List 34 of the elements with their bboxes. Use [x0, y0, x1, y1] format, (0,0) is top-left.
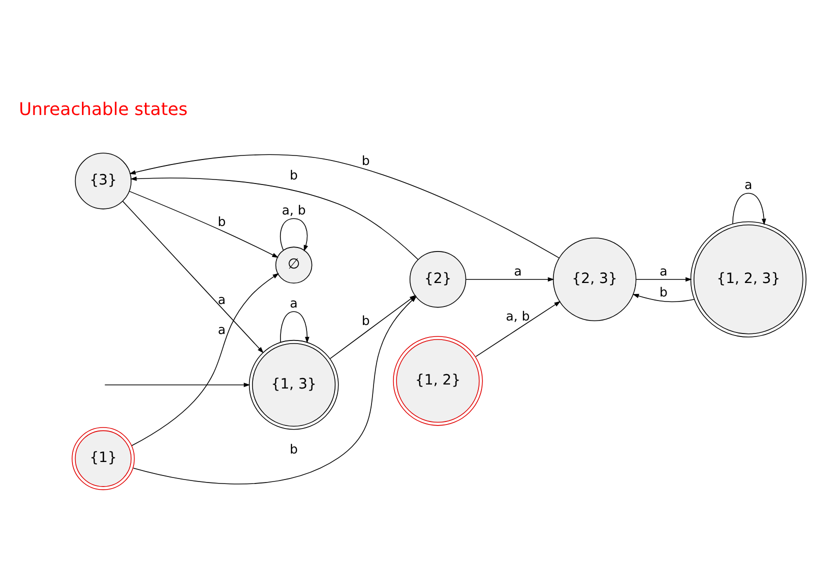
arrow [475, 301, 561, 357]
edge-label: a [218, 292, 226, 307]
node-circle: {1, 2} [392, 336, 483, 426]
arrow [131, 273, 280, 446]
arrow [280, 218, 308, 252]
node-circle: ∅ [275, 246, 312, 284]
edge-label: b [218, 214, 226, 230]
node-circle: {1, 2, 3} [690, 221, 806, 338]
edge-label: b [362, 153, 370, 168]
arrow [129, 154, 560, 258]
arrow [104, 382, 250, 388]
edge-label: b [362, 313, 370, 328]
arrow [732, 192, 766, 226]
arrow [632, 294, 695, 302]
edge-label: b [659, 284, 668, 300]
arrow [466, 277, 554, 282]
edge-label: a [660, 263, 668, 278]
node-circle: {1} [72, 427, 135, 490]
edge-label: a [290, 296, 298, 311]
edge-label: a [218, 322, 226, 337]
node-circle: {1, 3} [248, 340, 339, 430]
edge-label: b [290, 442, 298, 457]
edge-label: a [744, 177, 752, 192]
edge-label: a [514, 263, 522, 278]
arrow [129, 190, 279, 258]
arrow [130, 176, 418, 260]
node-circle: {3} [74, 152, 132, 210]
arrow [280, 311, 310, 344]
edge-label: a, b [282, 202, 306, 218]
label: Unreachable states [18, 100, 188, 120]
arrow [636, 277, 692, 282]
edge-label: a, b [506, 308, 530, 324]
arrow [122, 200, 264, 354]
edge-label: b [290, 167, 298, 182]
